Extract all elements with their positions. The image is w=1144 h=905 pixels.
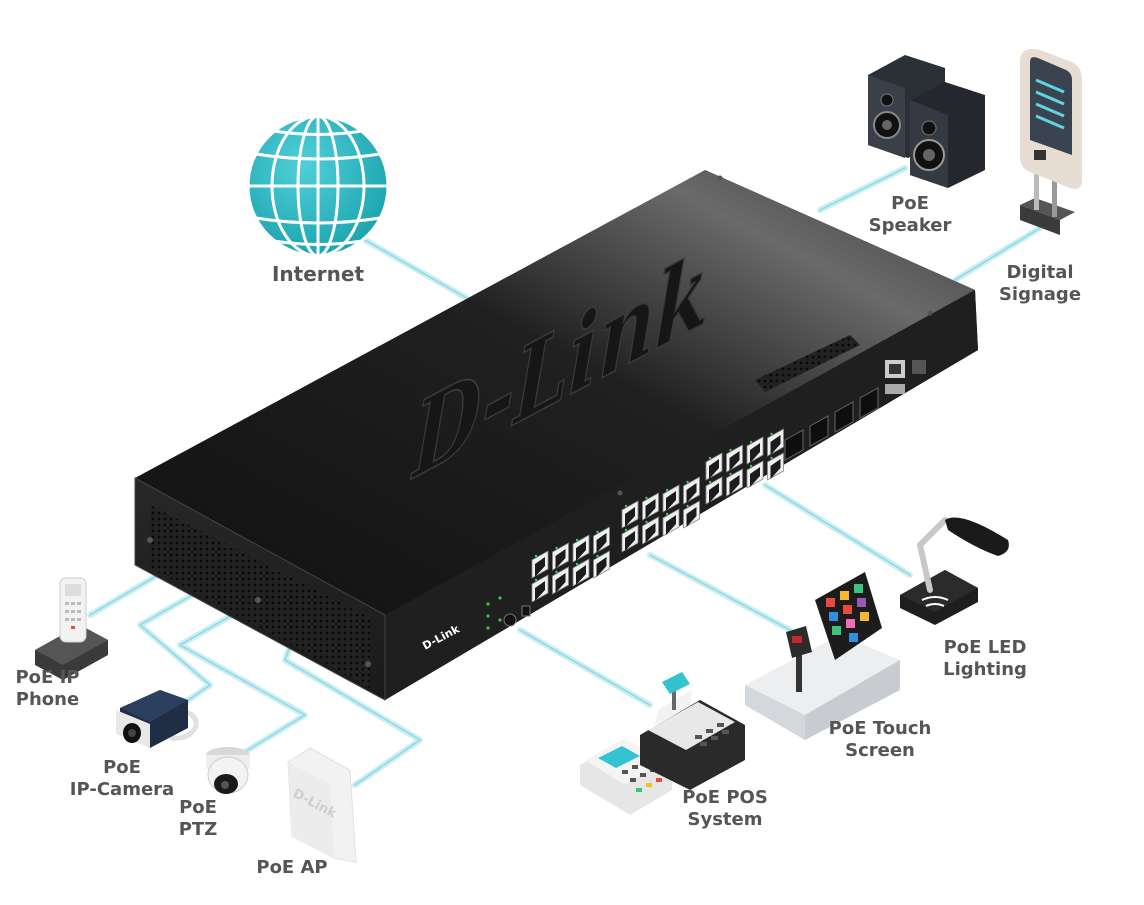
vent-grille xyxy=(150,505,370,688)
rj45-port-socket xyxy=(596,557,607,577)
speaker-icon xyxy=(868,55,985,188)
label-access-point: PoE AP xyxy=(256,857,328,878)
led-lighting-icon xyxy=(900,517,1009,625)
rj45-port-socket xyxy=(576,565,586,585)
access-point-icon: D-Link xyxy=(287,747,357,863)
port-led xyxy=(596,530,599,534)
port-led xyxy=(645,496,648,500)
port-led xyxy=(749,464,753,468)
rj45-port-socket xyxy=(555,549,566,569)
rj45-port-socket xyxy=(729,451,740,471)
rj45-port-socket xyxy=(770,435,781,455)
port-led xyxy=(555,546,558,550)
port-led xyxy=(596,554,599,558)
digital-signage-icon xyxy=(1020,48,1082,235)
port-led xyxy=(555,570,558,574)
rj45-port-socket xyxy=(596,533,607,553)
port-led xyxy=(534,578,538,582)
label-led-lighting: PoE LED Lighting xyxy=(943,637,1027,680)
port-led xyxy=(686,480,689,484)
port-led xyxy=(645,520,648,524)
rj45-port-socket xyxy=(686,507,697,527)
port-led xyxy=(624,528,628,532)
port-led xyxy=(686,504,689,508)
port-led xyxy=(665,512,669,516)
cables xyxy=(87,165,1048,788)
rj45-port-socket xyxy=(729,475,740,495)
rj45-port-socket xyxy=(555,573,566,593)
ip-camera-icon xyxy=(116,690,199,748)
port-led xyxy=(575,562,579,566)
label-digital-signage: Digital Signage xyxy=(998,262,1082,305)
rj45-port-socket xyxy=(625,507,635,527)
rj45-port-socket xyxy=(709,483,719,503)
rj45-port-socket xyxy=(666,515,676,535)
label-pos-system: PoE POS System xyxy=(682,787,768,830)
rj45-port-socket xyxy=(666,491,676,511)
rj45-port-socket xyxy=(709,459,719,479)
port-led xyxy=(708,456,712,460)
rj45-port-socket xyxy=(625,531,635,551)
label-internet: Internet xyxy=(271,262,365,286)
port-led xyxy=(708,480,712,484)
rj45-port-socket xyxy=(686,483,697,503)
label-speaker: PoE Speaker xyxy=(868,193,952,236)
switch-top-face xyxy=(135,170,975,615)
ip-phone-icon xyxy=(35,577,108,680)
port-led xyxy=(575,538,579,542)
console-port xyxy=(885,360,926,394)
rj45-port-socket xyxy=(750,467,760,487)
port-led xyxy=(624,504,628,508)
rj45-port-socket xyxy=(750,443,760,463)
label-ip-camera: PoE IP-Camera xyxy=(69,757,175,800)
ptz-camera-icon xyxy=(206,747,250,794)
rj45-port-socket xyxy=(576,541,586,561)
label-ptz: PoE PTZ xyxy=(178,797,218,840)
port-led xyxy=(665,488,669,492)
rj45-port-socket xyxy=(645,499,656,519)
rj45-port-socket xyxy=(645,523,656,543)
port-led xyxy=(534,554,538,558)
label-touch-screen: PoE Touch Screen xyxy=(828,718,932,761)
rj45-port-block xyxy=(531,428,784,603)
port-led xyxy=(770,456,773,460)
touch-screen-icon xyxy=(745,572,900,740)
label-ip-phone: PoE IP Phone xyxy=(15,667,80,710)
rj45-port-socket xyxy=(535,557,545,577)
port-led xyxy=(749,440,753,444)
rj45-port-socket xyxy=(535,581,545,601)
sfp-ports xyxy=(784,387,879,461)
port-led xyxy=(729,472,732,476)
globe-icon xyxy=(246,114,390,258)
rj45-port-socket xyxy=(770,459,781,479)
port-led xyxy=(729,448,732,452)
port-led xyxy=(770,432,773,436)
pos-system-icon xyxy=(580,672,745,815)
